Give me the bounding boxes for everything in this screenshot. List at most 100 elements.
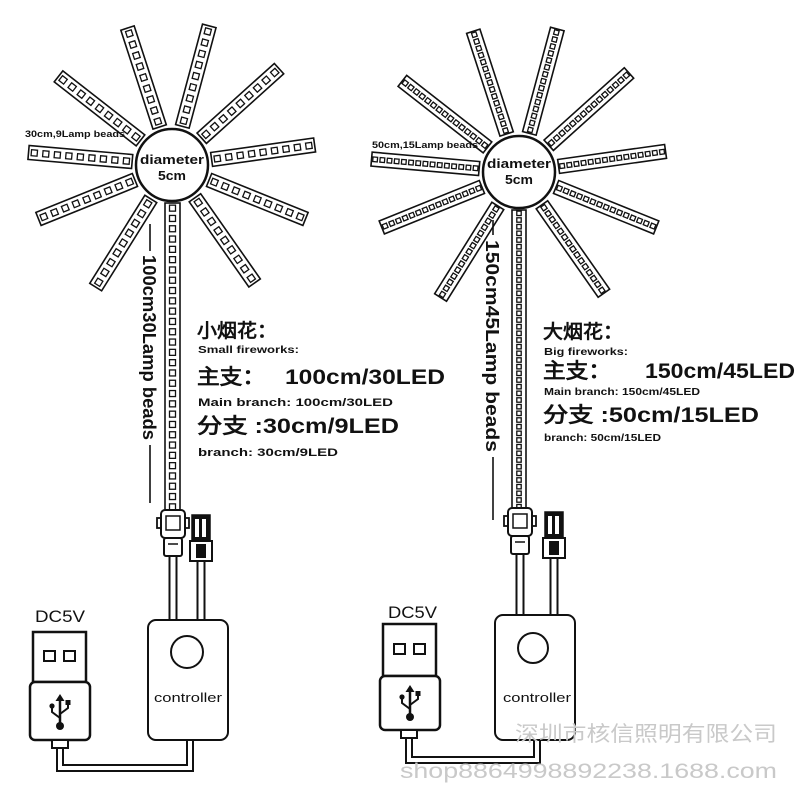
- led-bead: [414, 159, 422, 167]
- led-bead: [179, 116, 189, 126]
- led-bead: [615, 208, 624, 217]
- branch-led-strip: [542, 66, 635, 152]
- led-bead: [516, 270, 522, 277]
- led-bead: [516, 363, 522, 370]
- led-bead: [539, 203, 549, 212]
- led-bead: [41, 150, 50, 158]
- led-bead: [469, 132, 478, 141]
- led-bead: [191, 71, 201, 81]
- big-firework: diameter 5cm 50cm,15Lamp beads 150cm45La…: [370, 26, 795, 764]
- led-bead: [401, 214, 409, 222]
- led-bead: [516, 397, 522, 403]
- led-bead: [60, 203, 71, 213]
- small-diameter-value: 5cm: [158, 168, 186, 183]
- small-title-en: Small fireworks:: [198, 345, 299, 356]
- led-bead: [81, 194, 92, 205]
- led-bead: [658, 148, 666, 156]
- led-bead: [516, 350, 522, 357]
- led-bead: [516, 470, 522, 477]
- led-bead: [461, 189, 470, 198]
- led-bead: [642, 219, 651, 228]
- led-bead: [226, 244, 237, 255]
- watermark-shop: shop8864998892238.1688.com: [400, 760, 777, 783]
- led-bead: [252, 194, 263, 205]
- led-bead: [209, 121, 220, 132]
- small-main-cn-label: 主支：: [197, 366, 265, 389]
- led-bead: [218, 113, 229, 125]
- led-bead: [168, 482, 177, 490]
- led-bead: [168, 307, 177, 315]
- led-bead: [241, 190, 252, 200]
- led-bead: [304, 141, 313, 150]
- led-bead: [499, 119, 508, 128]
- led-bead: [446, 114, 455, 123]
- small-branch-en: branch: 30cm/9LED: [198, 447, 338, 459]
- led-bead: [488, 85, 496, 94]
- led-bead: [516, 337, 522, 343]
- led-bead: [93, 277, 104, 288]
- led-bead: [231, 186, 241, 196]
- led-bead: [49, 207, 60, 218]
- led-bead: [501, 126, 510, 135]
- led-bead: [534, 98, 542, 106]
- small-diameter-label: diameter: [140, 152, 204, 167]
- led-bead: [295, 212, 305, 222]
- led-bead: [30, 148, 39, 157]
- small-title-cn: 小烟花：: [197, 319, 277, 342]
- led-bead: [168, 214, 177, 223]
- led-bead: [602, 203, 610, 212]
- led-bead: [168, 255, 177, 264]
- led-bead: [516, 497, 522, 503]
- small-main-en: Main branch: 100cm/30LED: [198, 397, 393, 409]
- led-bead: [454, 192, 463, 201]
- led-bead: [168, 276, 177, 284]
- led-bead: [516, 423, 522, 430]
- led-bead: [440, 109, 450, 119]
- led-bead: [452, 118, 461, 128]
- branch-led-strip: [34, 172, 139, 227]
- led-bead: [168, 400, 177, 408]
- led-bead: [552, 28, 560, 37]
- led-bead: [630, 152, 637, 160]
- small-strip-connector: [156, 509, 190, 557]
- led-bead: [463, 127, 472, 136]
- led-bead: [168, 431, 177, 439]
- branch-led-strip: [378, 179, 486, 235]
- led-bead: [122, 157, 131, 165]
- big-title-en: Big fireworks:: [544, 347, 628, 358]
- led-bead: [649, 222, 657, 230]
- led-bead: [168, 235, 177, 243]
- led-bead: [488, 211, 497, 220]
- big-main-en: Main branch: 150cm/45LED: [544, 387, 700, 398]
- led-bead: [270, 146, 279, 155]
- branch-led-strip: [396, 74, 493, 155]
- led-bead: [387, 219, 396, 228]
- led-bead: [585, 268, 594, 277]
- led-bead: [552, 133, 561, 143]
- led-bead: [448, 195, 456, 203]
- led-bead: [142, 83, 152, 94]
- led-bead: [130, 218, 141, 229]
- led-bead: [442, 284, 451, 293]
- branch-led-strip: [535, 199, 611, 299]
- led-bead: [168, 317, 177, 326]
- led-bead: [480, 223, 489, 232]
- led-bead: [594, 157, 602, 165]
- led-bead: [629, 214, 637, 222]
- led-bead: [386, 157, 393, 164]
- led-bead: [516, 343, 522, 350]
- led-bead: [131, 50, 142, 61]
- led-bead: [597, 286, 606, 295]
- led-bead: [112, 117, 123, 128]
- led-bead: [468, 187, 476, 195]
- branch-led-strip: [552, 179, 660, 235]
- led-bead: [188, 82, 198, 92]
- led-bead: [475, 44, 483, 53]
- led-bead: [203, 27, 213, 36]
- controller-button-icon: [517, 632, 549, 664]
- led-bead: [247, 149, 256, 158]
- led-bead: [418, 92, 427, 101]
- led-bead: [557, 129, 567, 138]
- small-branch-label: 30cm,9Lamp beads: [25, 129, 125, 139]
